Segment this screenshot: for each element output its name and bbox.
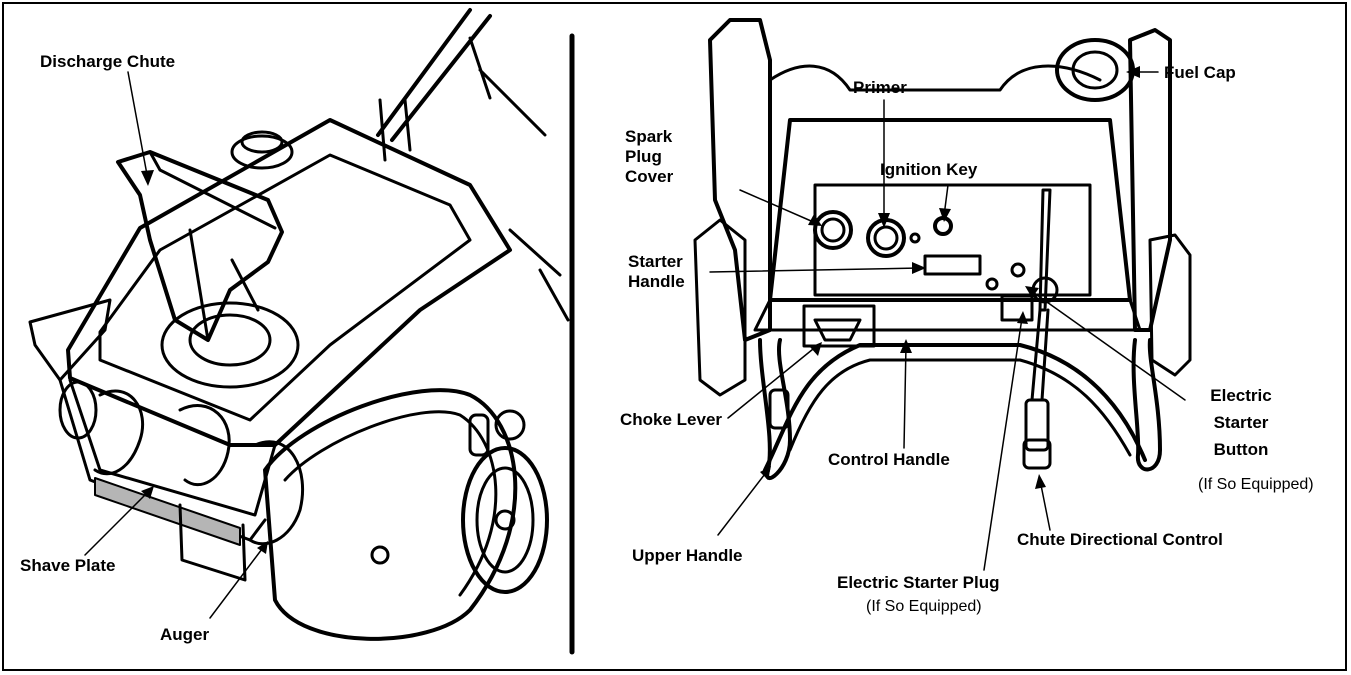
label-electric-starter-button-note: (If So Equipped) [1198,476,1314,493]
label-spark-plug-cover-line1: Spark [625,127,673,146]
leader-arrowheads [141,66,1140,554]
label-control-handle: Control Handle [828,450,950,469]
spark-plug-cover-shape [813,210,853,250]
right-leader-lines [709,71,1186,571]
auger-shape [93,389,145,476]
label-fuel-cap: Fuel Cap [1164,63,1236,82]
label-ignition-key: Ignition Key [880,160,978,179]
label-upper-handle: Upper Handle [632,546,743,565]
label-electric-starter-plug-note: (If So Equipped) [866,598,982,615]
label-primer: Primer [853,78,907,97]
discharge-chute-shape [116,150,284,342]
shave-plate-shape [94,477,241,546]
left-leader-lines [84,71,266,619]
upper-handle-shape [758,338,792,481]
label-electric-starter-plug: Electric Starter Plug [837,573,1000,592]
label-starter-handle-line2: Handle [628,272,685,291]
label-choke-lever: Choke Lever [620,410,723,429]
starter-handle-shape [923,254,982,276]
control-handle-shape [763,343,1147,472]
label-chute-directional-control: Chute Directional Control [1017,530,1223,549]
choke-lever-shape [802,304,876,348]
electric-starter-plug-shape [1000,294,1034,322]
wheel-shape [461,446,549,594]
label-electric-starter-button-line2: Starter [1213,413,1269,432]
snow-thrower-front-illustration [28,8,570,641]
primer-shape [866,218,906,258]
label-spark-plug-cover-line2: Plug [625,147,662,166]
snow-thrower-rear-illustration [693,18,1192,481]
label-electric-starter-button-line3: Button [1213,440,1269,459]
label-spark-plug-cover-line3: Cover [625,167,674,186]
fuel-cap-rear-shape [1055,38,1135,102]
label-shave-plate: Shave Plate [20,556,116,575]
ignition-key-shape [933,216,953,236]
label-starter-handle-line1: Starter [628,252,683,271]
fuel-cap-shape [230,134,294,170]
label-electric-starter-button-line1: Electric [1210,386,1272,405]
label-auger: Auger [160,625,210,644]
label-discharge-chute: Discharge Chute [40,52,176,71]
